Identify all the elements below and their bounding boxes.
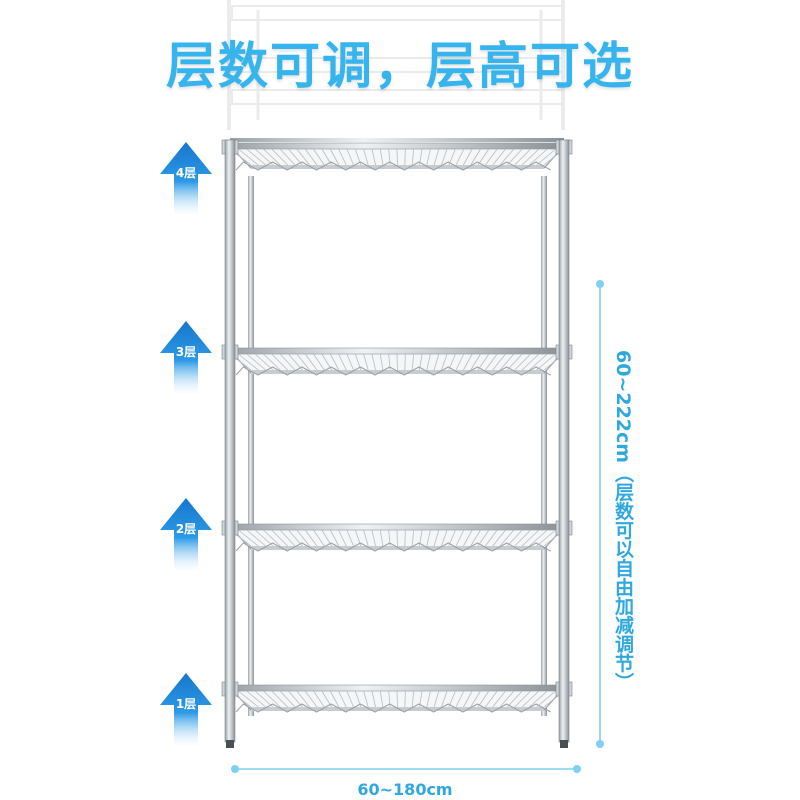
level-marker-4: 4层 bbox=[158, 140, 214, 216]
width-range-label: 60~180cm bbox=[357, 780, 453, 799]
level-label: 1层 bbox=[175, 697, 197, 711]
wire-shelves bbox=[221, 138, 573, 713]
wire-shelf bbox=[221, 344, 573, 376]
level-marker-1: 1层 bbox=[158, 671, 214, 747]
level-label: 2层 bbox=[175, 522, 197, 536]
up-arrow-icon bbox=[160, 321, 212, 393]
up-arrow-icon bbox=[160, 142, 212, 214]
height-dimension-line bbox=[596, 280, 604, 748]
height-range-label: 60~222cm（层数可以自由加减调节） bbox=[612, 350, 634, 692]
wire-shelf bbox=[221, 681, 573, 713]
front-posts bbox=[224, 139, 570, 748]
up-arrow-icon bbox=[160, 673, 212, 745]
wire-shelf bbox=[221, 520, 573, 552]
level-label: 3层 bbox=[175, 345, 197, 359]
wire-shelf bbox=[221, 138, 573, 171]
up-arrow-icon bbox=[160, 498, 212, 570]
back-posts bbox=[248, 176, 547, 716]
level-marker-2: 2层 bbox=[158, 496, 214, 572]
headline: 层数可调，层高可选 bbox=[166, 37, 634, 95]
level-marker-3: 3层 bbox=[158, 319, 214, 395]
faded-extra-shelves bbox=[227, 0, 565, 130]
width-dimension-line bbox=[231, 765, 581, 773]
level-label: 4层 bbox=[175, 166, 197, 180]
